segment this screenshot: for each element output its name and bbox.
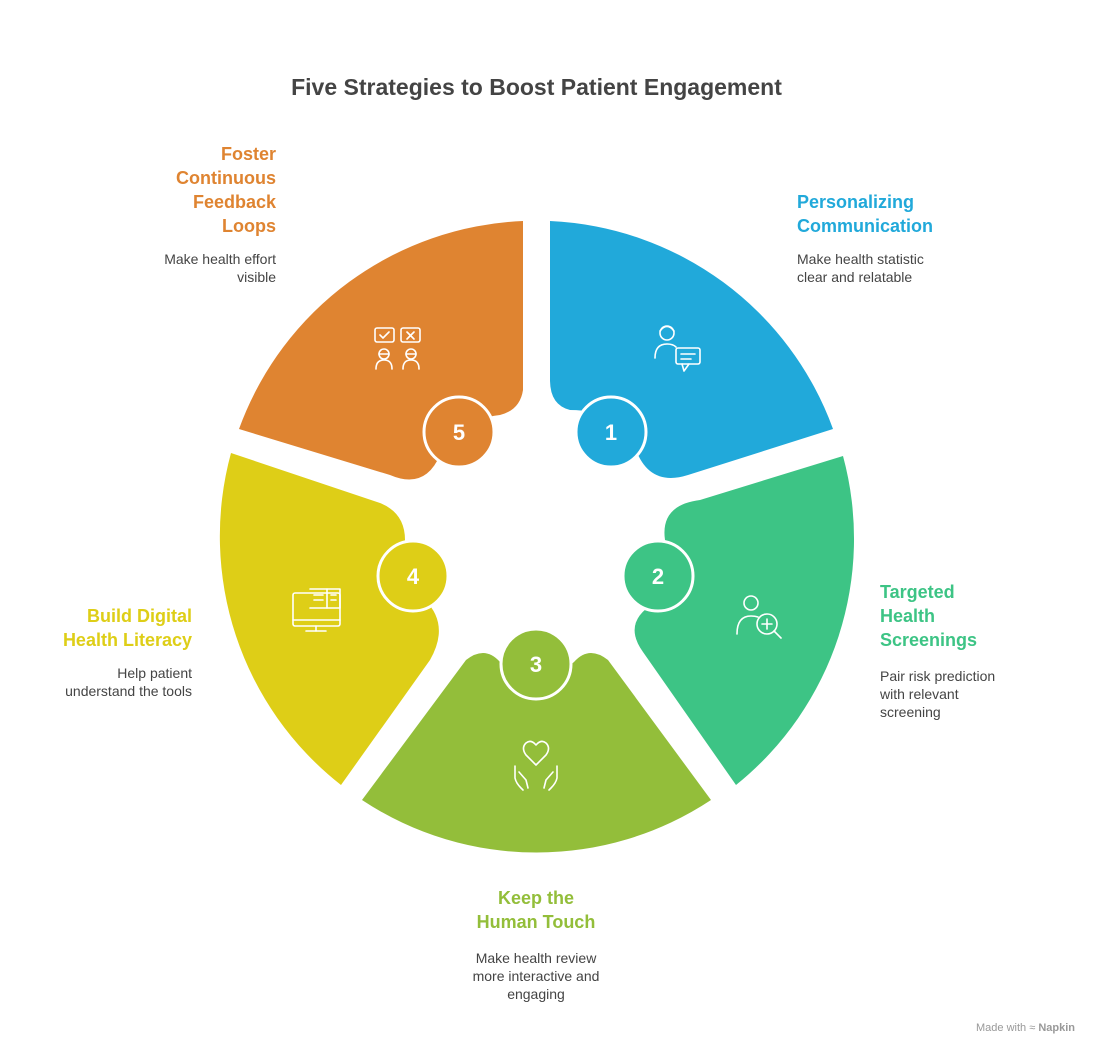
page-title: Five Strategies to Boost Patient Engagem… — [291, 74, 782, 100]
number-2-label: 2 — [652, 564, 664, 589]
number-1-label: 1 — [605, 420, 617, 445]
number-badge-2: 2 — [621, 539, 695, 613]
person-search-medical-icon — [736, 595, 782, 639]
number-badge-5: 5 — [422, 395, 496, 469]
segment-5-title: Foster Continuous Feedback Loops — [176, 144, 276, 236]
segment-4-description: Help patient understand the tools — [65, 665, 192, 699]
number-3-label: 3 — [530, 652, 542, 677]
number-badge-3: 3 — [499, 627, 573, 701]
made-with-napkin-footer: Made with ≈ Napkin — [976, 1022, 1075, 1034]
segment-4-wedge — [219, 453, 439, 785]
segment-2-title: Targeted Health Screenings — [880, 582, 978, 650]
segment-3-description: Make health review more interactive and … — [472, 950, 600, 1002]
feedback-people-icon — [374, 327, 421, 370]
hands-heart-icon — [514, 740, 558, 791]
segment-3-title: Keep the Human Touch — [476, 888, 596, 932]
segment-1-title: Personalizing Communication — [797, 192, 934, 236]
napkin-brand-label: Napkin — [1038, 1022, 1075, 1034]
napkin-logo-icon: ≈ — [1029, 1022, 1036, 1034]
number-4-label: 4 — [407, 564, 420, 589]
number-badge-4: 4 — [376, 539, 450, 613]
segment-2-description: Pair risk prediction with relevant scree… — [880, 668, 996, 720]
made-with-label: Made with — [976, 1022, 1027, 1034]
segment-3-wedge — [362, 652, 711, 853]
segment-2-wedge — [634, 456, 855, 785]
segment-4-title: Build Digital Health Literacy — [62, 606, 192, 650]
monitor-book-icon — [292, 588, 341, 632]
number-badge-1: 1 — [574, 395, 648, 469]
doctor-chat-icon — [654, 325, 701, 372]
segment-1-description: Make health statistic clear and relatabl… — [797, 251, 924, 285]
number-5-label: 5 — [453, 420, 465, 445]
segment-5-description: Make health effort visible — [164, 251, 276, 285]
